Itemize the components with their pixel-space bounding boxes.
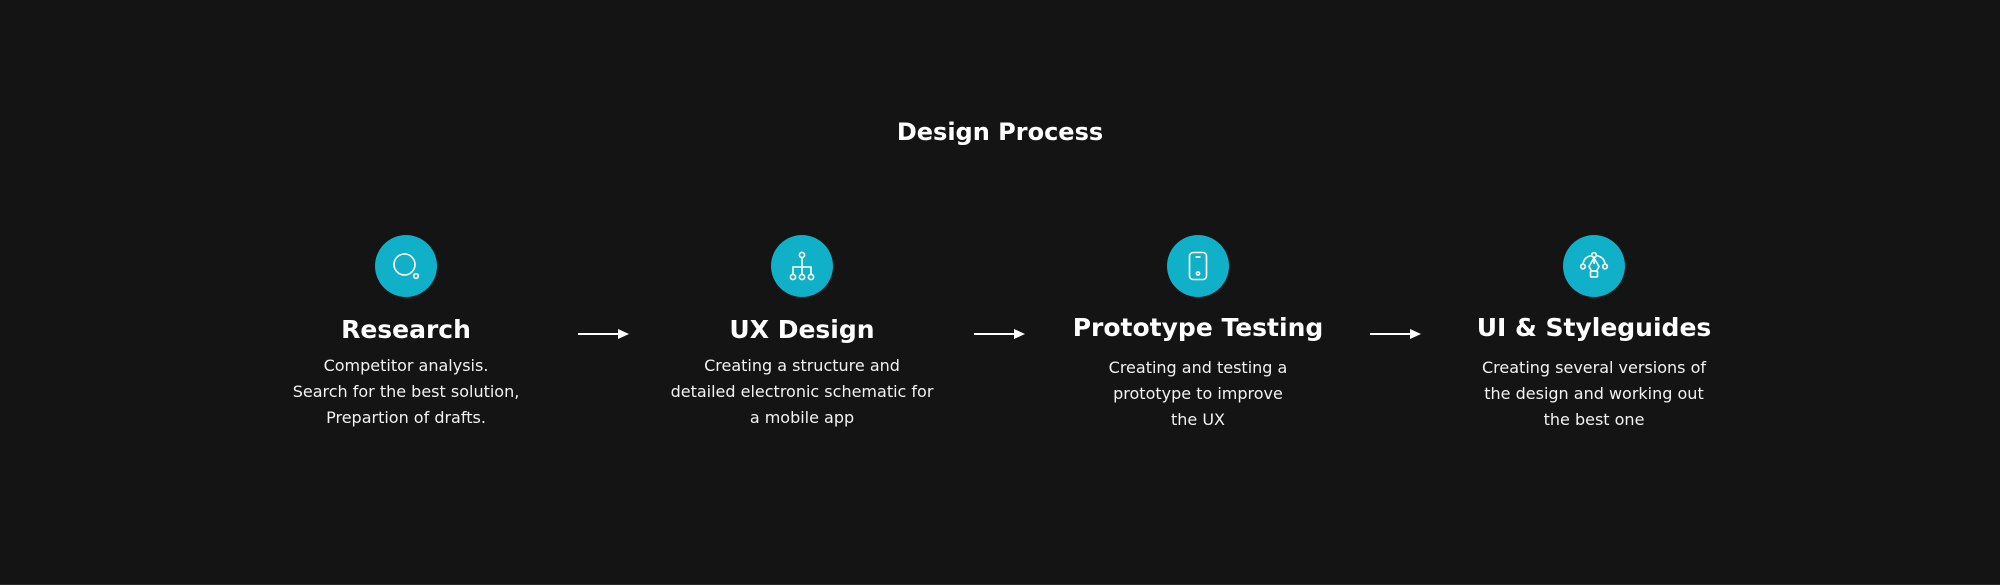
tablet-icon [1183,251,1213,281]
step-icon-circle [375,235,437,297]
sitemap-icon [787,251,817,281]
arrow-right-icon [974,329,1025,339]
step-description-line: the best one [1543,410,1645,429]
step-ui-styleguides: UI & Styleguides Creating several versio… [1434,235,1754,433]
step-description-line: Creating a structure and [704,356,900,375]
step-heading: Research [341,315,471,344]
step-description: Creating and testing a prototype to impr… [1038,355,1358,433]
arrow-right-icon [578,329,629,339]
page-title: Design Process [896,118,1104,146]
step-description-line: Competitor analysis. [323,356,489,375]
step-icon-circle [1563,235,1625,297]
step-ux-design: UX Design Creating a structure and detai… [642,235,962,431]
bezier-pen-icon [1579,251,1609,281]
step-heading: UX Design [729,315,875,344]
step-icon-circle [1167,235,1229,297]
search-icon [391,251,421,281]
step-description-line: the design and working out [1484,384,1704,403]
step-description-line: Creating several versions of [1482,358,1706,377]
step-prototype-testing: Prototype Testing Creating and testing a… [1038,235,1358,433]
step-description-line: Search for the best solution, [292,382,520,401]
step-description-line: detailed electronic schematic for [670,382,934,401]
step-description: Competitor analysis. Search for the best… [246,353,566,431]
step-description-line: the UX [1170,410,1225,429]
step-description-line: Prepartion of drafts. [326,408,486,427]
step-description: Creating several versions of the design … [1434,355,1754,433]
step-description-line: prototype to improve [1113,384,1283,403]
step-research: Research Competitor analysis. Search for… [246,235,566,431]
step-description-line: a mobile app [749,408,855,427]
step-heading: Prototype Testing [1072,313,1324,342]
step-heading: UI & Styleguides [1476,313,1712,342]
arrow-right-icon [1370,329,1421,339]
step-icon-circle [771,235,833,297]
step-description: Creating a structure and detailed electr… [642,353,962,431]
step-description-line: Creating and testing a [1108,358,1288,377]
